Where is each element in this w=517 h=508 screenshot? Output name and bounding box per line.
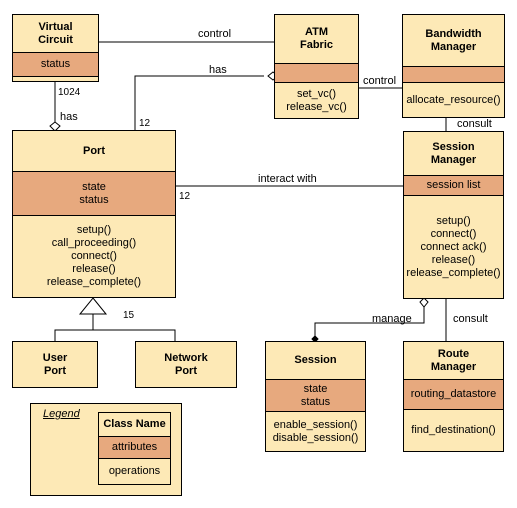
legend-title: Legend: [43, 408, 80, 420]
sm-session-diamond: [419, 297, 429, 308]
operation: connect(): [71, 250, 117, 262]
operation: release(): [431, 253, 476, 266]
operation: setup(): [76, 224, 112, 236]
legend-operations: operations: [99, 459, 170, 484]
attribute: routing_datastore: [410, 388, 497, 400]
class-session-manager[interactable]: Session Manager session list setup() con…: [403, 131, 504, 299]
sm-session-line: [314, 307, 425, 336]
class-port[interactable]: Port state status setup() call_proceedin…: [12, 130, 176, 298]
class-user-port[interactable]: User Port: [12, 341, 98, 388]
class-attributes: status: [13, 53, 98, 77]
class-virtual-circuit[interactable]: Virtual Circuit status: [12, 14, 99, 82]
legend: Legend Class Name attributes operations: [30, 403, 182, 496]
class-operations: setup() call_proceeding() connect() rele…: [13, 216, 175, 297]
label-bw-sm: consult: [457, 118, 492, 130]
class-operations: set_vc() release_vc(): [275, 83, 358, 118]
operation: release(): [72, 263, 116, 275]
legend-attributes: attributes: [99, 437, 170, 459]
label-sm-route: consult: [453, 313, 488, 325]
class-name: Session: [266, 342, 365, 380]
operation: call_proceeding(): [51, 237, 137, 249]
multiplicity-port-top: 12: [139, 118, 151, 129]
class-name: Bandwidth Manager: [403, 15, 504, 67]
label-fabric-bw: control: [363, 75, 397, 87]
operation: setup(): [436, 214, 471, 227]
class-attributes: state status: [13, 172, 175, 216]
class-name: Session Manager: [404, 132, 503, 176]
attribute: state: [303, 382, 328, 395]
operation: release_complete(): [406, 266, 501, 279]
operation: find_destination(): [411, 424, 496, 436]
operation: enable_session(): [273, 418, 358, 431]
class-name: Network Port: [164, 351, 208, 377]
class-bandwidth-manager[interactable]: Bandwidth Manager allocate_resource(): [402, 14, 505, 118]
operation: disable_session(): [272, 431, 359, 444]
generalization-triangle: [78, 297, 108, 315]
class-attributes: state status: [266, 380, 365, 412]
attribute: session list: [426, 179, 481, 191]
class-attributes: [275, 64, 358, 83]
class-name: Route Manager: [404, 342, 503, 380]
operation: set_vc(): [296, 87, 337, 100]
attribute: status: [300, 395, 331, 408]
class-name: User Port: [42, 351, 68, 377]
class-session[interactable]: Session state status enable_session() di…: [265, 341, 366, 452]
multiplicity-port-subclass: 15: [123, 310, 135, 321]
multiplicity-vc-port: 1024: [58, 87, 81, 98]
label-sm-session: manage: [372, 313, 412, 325]
class-operations: setup() connect() connect ack() release(…: [404, 196, 503, 298]
class-name: ATM Fabric: [275, 15, 358, 64]
class-attributes: [403, 67, 504, 83]
legend-class-sample: Class Name attributes operations: [98, 412, 171, 485]
operation: release_vc(): [286, 100, 347, 113]
label-vc-fabric: control: [198, 28, 232, 40]
attribute: state: [82, 180, 106, 193]
label-vc-port: has: [60, 111, 78, 123]
attribute: status: [40, 58, 71, 70]
class-operations: allocate_resource(): [403, 83, 504, 117]
operation: connect ack(): [420, 240, 487, 253]
legend-class-name: Class Name: [99, 413, 170, 437]
class-attributes: session list: [404, 176, 503, 196]
class-network-port[interactable]: Network Port: [135, 341, 237, 388]
legend-attributes-label: attributes: [111, 441, 158, 453]
port-fabric-line: [134, 75, 264, 130]
class-name: Virtual Circuit: [13, 15, 98, 53]
class-name: Port: [13, 131, 175, 172]
label-port-sm: interact with: [258, 173, 317, 185]
legend-operations-label: operations: [108, 465, 161, 477]
operation: connect(): [430, 227, 477, 240]
generalization-branches: [54, 329, 176, 341]
class-attributes: routing_datastore: [404, 380, 503, 410]
multiplicity-port-right: 12: [179, 191, 191, 202]
class-route-manager[interactable]: Route Manager routing_datastore find_des…: [403, 341, 504, 452]
class-operations: enable_session() disable_session(): [266, 412, 365, 451]
label-port-fabric: has: [209, 64, 227, 76]
attribute: status: [79, 193, 109, 206]
class-atm-fabric[interactable]: ATM Fabric set_vc() release_vc(): [274, 14, 359, 119]
class-operations: find_destination(): [404, 410, 503, 451]
operation: allocate_resource(): [406, 93, 501, 106]
operation: release_complete(): [46, 276, 142, 288]
